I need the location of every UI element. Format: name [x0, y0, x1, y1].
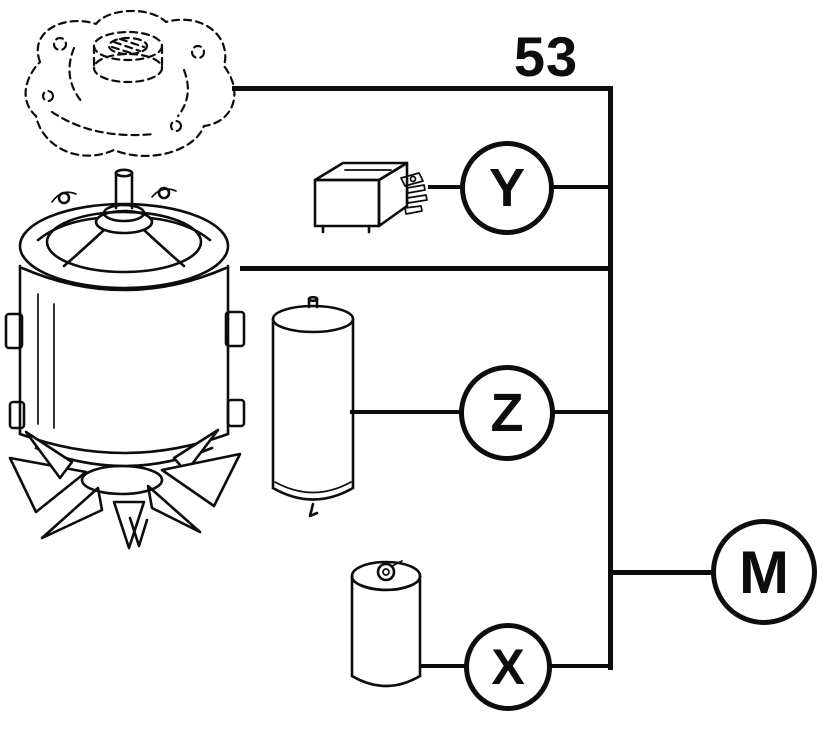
callout-y-label: Y [488, 158, 526, 218]
callout-z-label: Z [490, 383, 524, 443]
callout-z-to-bus-line [552, 410, 611, 414]
housing-to-bus-line [232, 86, 612, 91]
callout-circle-z[interactable]: Z [459, 365, 555, 461]
relay-to-callout-y-line [428, 185, 464, 189]
callout-circle-m[interactable]: M [711, 519, 817, 625]
electric-motor-drawing[interactable] [2, 166, 266, 550]
bus-to-callout-m-line [611, 570, 713, 575]
motor-to-bus-line [240, 266, 612, 271]
fan-shroud-housing-icon [24, 9, 236, 157]
callout-m-label: M [739, 538, 789, 606]
cylindrical-capacitor-drawing[interactable] [268, 295, 358, 520]
small-canister-capacitor-icon [350, 560, 422, 688]
capacitor-to-callout-z-line [350, 410, 462, 414]
relay-switch-drawing[interactable] [303, 156, 438, 241]
callout-x-label: X [491, 639, 525, 695]
callout-x-to-bus-line [549, 664, 611, 668]
canister-to-callout-x-line [420, 664, 468, 668]
cylindrical-capacitor-icon [271, 295, 355, 518]
assembly-reference-number: 53 [513, 25, 579, 88]
relay-switch-icon [313, 161, 428, 234]
fan-shroud-housing-drawing[interactable] [8, 4, 245, 170]
vertical-bus-line [608, 86, 613, 670]
electric-motor-icon [4, 168, 246, 550]
callout-y-to-bus-line [551, 185, 611, 189]
callout-circle-x[interactable]: X [464, 623, 552, 711]
small-canister-capacitor-drawing[interactable] [348, 556, 424, 698]
callout-circle-y[interactable]: Y [460, 141, 554, 235]
